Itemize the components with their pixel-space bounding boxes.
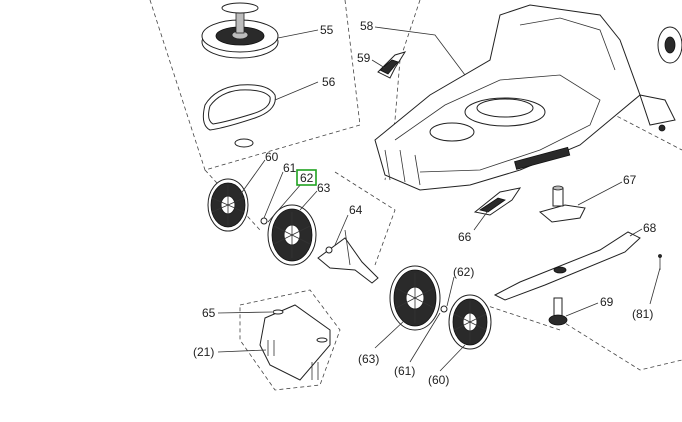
label-60: 60: [265, 150, 279, 164]
part-labels: 55 56 58 59 60 61 62 63 64 65 (21) 66 67…: [193, 19, 657, 387]
part-61-washer-lower: [440, 305, 448, 313]
part-81-screw: [658, 254, 662, 270]
part-55-pulley: [201, 2, 279, 59]
label-56: 56: [322, 75, 336, 89]
label-81: (81): [632, 307, 653, 321]
label-61: 61: [283, 161, 297, 175]
label-69: 69: [600, 295, 614, 309]
label-65: 65: [202, 306, 216, 320]
label-21: (21): [193, 345, 214, 359]
part-65-bracket: [259, 304, 331, 381]
label-67: 67: [623, 173, 637, 187]
part-63-wheel-lower: [389, 265, 441, 331]
part-68-blade: [493, 231, 641, 301]
label-55: 55: [320, 23, 334, 37]
highlight-box-62: [296, 169, 317, 186]
part-59-bracket: [377, 51, 407, 79]
part-69-blade-bolt: [548, 297, 568, 326]
label-64: 64: [349, 203, 363, 217]
part-58-deck: [374, 4, 641, 191]
label-68: 68: [643, 221, 657, 235]
leader-lines: [217, 26, 661, 372]
part-60-wheel-cap-lower: [448, 294, 492, 350]
part-63-wheel: [267, 204, 317, 266]
label-62: 62: [300, 171, 314, 185]
part-67-motor-mount: [538, 185, 586, 223]
part-61-washer: [260, 217, 268, 225]
part-right-side-handle: [639, 26, 682, 132]
label-60-lower: (60): [428, 373, 449, 387]
label-59: 59: [357, 51, 371, 65]
label-61-lower: (61): [394, 364, 415, 378]
part-56-belt: [202, 84, 276, 148]
label-58: 58: [360, 19, 374, 33]
part-64-axle-bracket: [317, 229, 379, 284]
label-62-lower: (62): [453, 265, 474, 279]
part-60-wheel-cap: [207, 178, 249, 232]
label-63-lower: (63): [358, 352, 379, 366]
part-66-lever: [473, 187, 522, 216]
assembly-outline-lines: [149, 0, 682, 391]
label-63: 63: [317, 181, 331, 195]
label-66: 66: [458, 230, 472, 244]
